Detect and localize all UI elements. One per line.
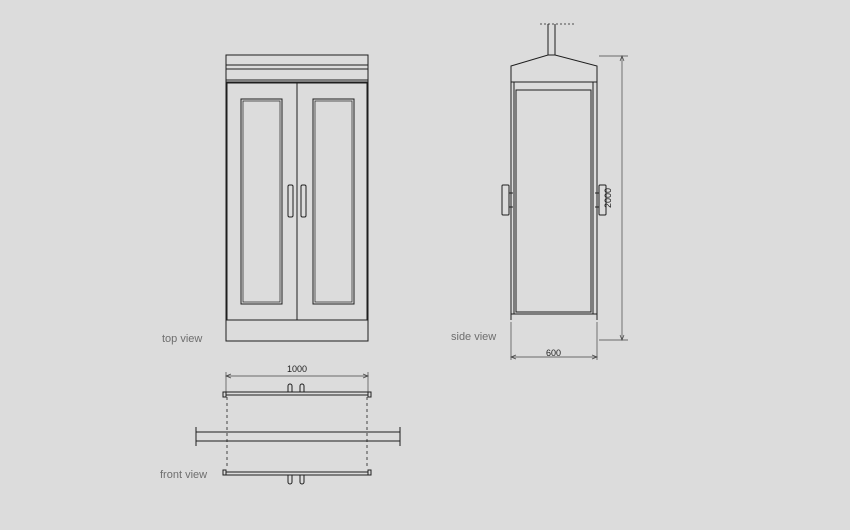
left-door-window-inner — [242, 100, 281, 303]
top-view-label: top view — [162, 333, 203, 345]
side-right-handle — [598, 184, 607, 216]
plan-top-handle — [287, 383, 293, 392]
width-dimension-value: 1000 — [287, 364, 308, 374]
left-door-handle — [287, 184, 294, 218]
side-panel — [515, 89, 592, 313]
plan-corner — [367, 391, 372, 398]
right-door-window — [312, 98, 355, 305]
right-door-handle — [300, 184, 307, 218]
depth-dimension — [510, 322, 598, 360]
cabinet-outline — [225, 54, 369, 342]
left-door-window — [240, 98, 283, 305]
arrow-head — [619, 334, 625, 341]
plan-bottom-rail — [225, 471, 369, 476]
arrow-head — [591, 354, 598, 360]
plan-top-handle — [299, 383, 305, 392]
height-dimension-value: 2000 — [603, 187, 614, 209]
plan-corner — [222, 469, 227, 476]
plan-corner — [367, 469, 372, 476]
front-view-plan — [195, 383, 401, 485]
side-view-cabinet — [501, 23, 607, 320]
top-view-cabinet — [225, 54, 369, 342]
plan-corner — [222, 391, 227, 398]
arrow-head — [225, 373, 232, 379]
exhaust-hood — [510, 54, 598, 83]
depth-dimension-value: 600 — [546, 348, 562, 358]
front-view-label: front view — [160, 469, 208, 481]
right-door — [296, 82, 368, 321]
arrow-head — [362, 373, 369, 379]
left-door — [226, 82, 298, 321]
height-dimension — [599, 55, 628, 341]
arrow-head — [619, 55, 625, 62]
side-view-label: side view — [451, 331, 497, 343]
width-dimension — [225, 372, 369, 392]
right-door-window-inner — [314, 100, 353, 303]
plan-bottom-handle — [299, 475, 305, 485]
arrow-head — [510, 354, 517, 360]
side-left-handle — [501, 184, 510, 216]
plan-top-rail — [225, 391, 369, 396]
plan-bottom-handle — [287, 475, 293, 485]
